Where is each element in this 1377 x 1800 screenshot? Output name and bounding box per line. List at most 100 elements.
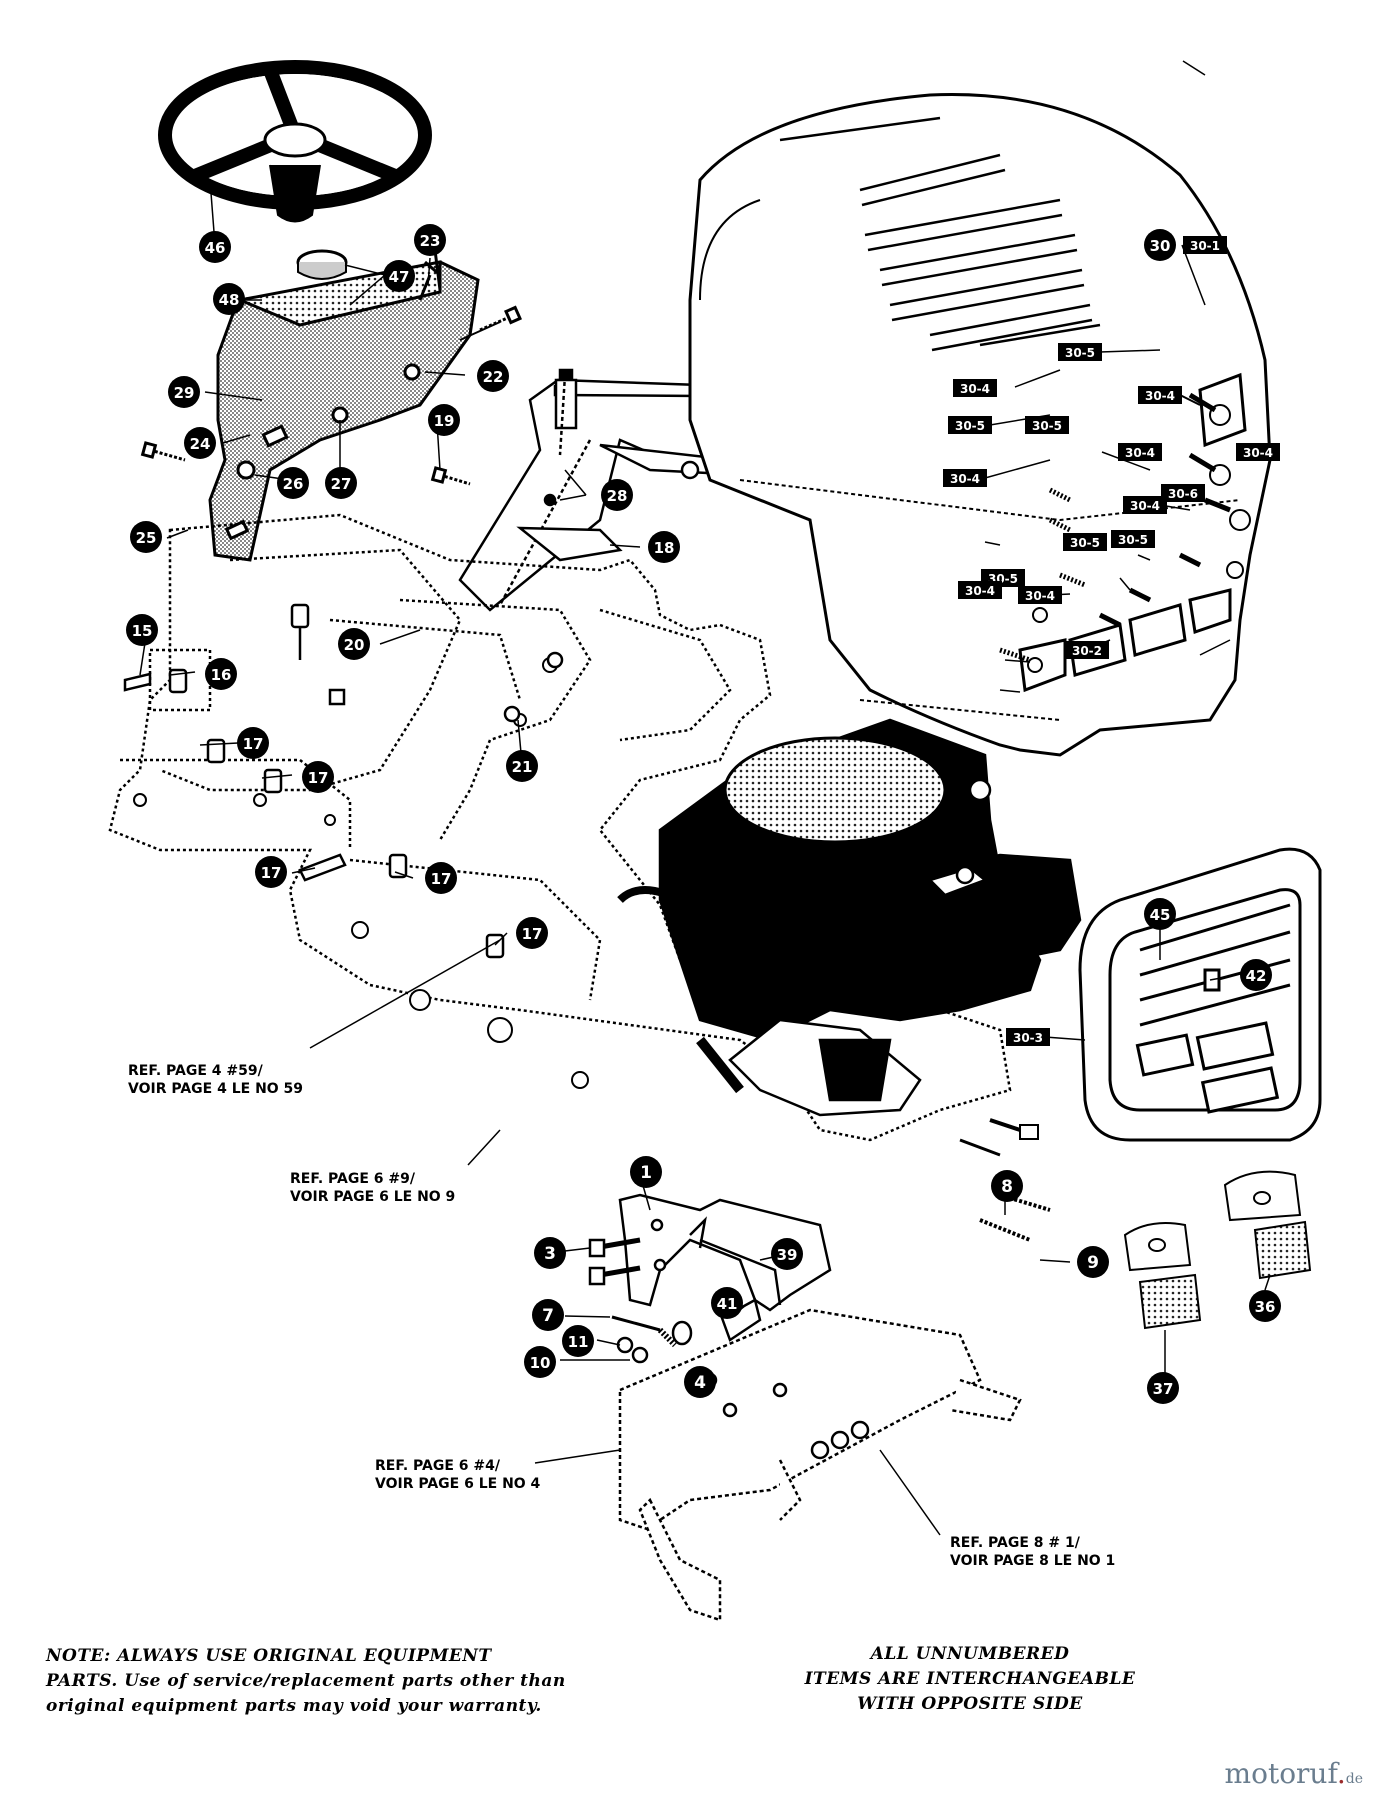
callout-number: 41 [717,1295,738,1313]
callout-circle [383,260,415,292]
callout-circle [711,1287,743,1319]
tag-label: 30-5 [1118,533,1148,547]
tag-30-4: 30-4 [953,379,997,397]
callout-28: 28 [601,479,633,511]
callout-number: 26 [283,475,304,493]
tag-box [1111,530,1155,548]
tag-30-4: 30-4 [943,469,987,487]
callout-circle [1077,1246,1109,1278]
callout-circle [524,1346,556,1378]
callout-number: 20 [344,636,365,654]
callout-circle [213,283,245,315]
callout-number: 27 [331,475,352,493]
callout-number: 17 [431,870,452,888]
callout-number: 46 [205,239,226,257]
ref-page6-9-line1: REF. PAGE 6 #9/ [290,1171,416,1187]
callout-7: 7 [532,1299,564,1331]
original-parts-note: NOTE: ALWAYS USE ORIGINAL EQUIPMENT PART… [46,1644,686,1719]
callout-circle [532,1299,564,1331]
callout-21: 21 [506,750,538,782]
callout-17: 17 [237,727,269,759]
callout-36: 36 [1249,1290,1281,1322]
callout-circle [534,1237,566,1269]
note-left-line3: original equipment parts may void your w… [46,1696,542,1716]
light-lens-right [1223,1170,1312,1280]
callout-circle [771,1238,803,1270]
callout-number: 48 [219,291,240,309]
tag-label: 30-5 [955,419,985,433]
callout-number: 16 [211,666,232,684]
tag-30-4: 30-4 [1123,496,1167,514]
tag-30-5: 30-5 [1058,343,1102,361]
tag-label: 30-3 [1013,1031,1043,1045]
ref-page8-line1: REF. PAGE 8 # 1/ [950,1535,1081,1551]
callout-number: 18 [654,539,675,557]
callout-20: 20 [338,628,370,660]
callout-circle [277,467,309,499]
watermark-logo: motoruf.de [1225,1757,1363,1790]
tag-30-5: 30-5 [948,416,992,434]
callout-circle [428,404,460,436]
callout-circle [338,628,370,660]
tag-30-4: 30-4 [958,581,1002,599]
callout-number: 24 [190,435,211,453]
grille [1078,847,1322,1142]
callout-24: 24 [184,427,216,459]
callout-circle [425,862,457,894]
tag-box [1063,533,1107,551]
ref-page6-4-line1: REF. PAGE 6 #4/ [375,1458,501,1474]
front-axle [618,1308,1022,1622]
engine [617,718,1082,1117]
callout-47: 47 [383,260,415,292]
note-left-line2: PARTS. Use of service/replacement parts … [46,1671,566,1691]
tag-box [958,581,1002,599]
steering-cap [296,249,348,280]
callout-39: 39 [771,1238,803,1270]
callout-circle [648,531,680,563]
dash-bolts [140,249,522,486]
callout-22: 22 [477,360,509,392]
callout-circle [630,1156,662,1188]
tag-label: 30-4 [1025,589,1055,603]
watermark-dot: . [1336,1757,1346,1790]
ref-page4-line2: VOIR PAGE 4 LE NO 59 [128,1081,303,1097]
tag-30-5: 30-5 [1025,416,1069,434]
callout-11: 11 [562,1325,594,1357]
reference-notes: REF. PAGE 4 #59/ VOIR PAGE 4 LE NO 59 RE… [128,1063,1115,1569]
callout-8: 8 [991,1170,1023,1202]
tag-label: 30-4 [1243,446,1273,460]
callout-3: 3 [534,1237,566,1269]
callout-number: 8 [1001,1177,1013,1197]
tag-30-2: 30-2 [1065,641,1109,659]
callout-number: 19 [434,412,455,430]
callout-37: 37 [1147,1372,1179,1404]
callout-10: 10 [524,1346,556,1378]
engine-bolts [959,1118,1051,1242]
callout-number: 4 [694,1373,706,1393]
callout-number: 29 [174,384,195,402]
callout-number: 7 [542,1306,554,1326]
callout-circle [1144,898,1176,930]
callout-1: 1 [630,1156,662,1188]
callout-circle [1144,229,1176,261]
hood-hardware [999,392,1251,673]
callout-42: 42 [1240,959,1272,991]
callout-23: 23 [414,224,446,256]
hood-vents [779,116,1101,352]
callout-circle [562,1325,594,1357]
callout-17: 17 [302,761,334,793]
tag-box [1065,641,1109,659]
callout-46: 46 [199,231,231,263]
callout-circle [168,376,200,408]
callout-number: 22 [483,368,504,386]
tag-label: 30-5 [1065,346,1095,360]
tag-label: 30-4 [965,584,995,598]
tag-label: 30-4 [950,472,980,486]
ref-page6-4-line2: VOIR PAGE 6 LE NO 4 [375,1476,541,1492]
ref-page8-line2: VOIR PAGE 8 LE NO 1 [950,1553,1115,1569]
callout-circle [255,856,287,888]
callout-circle [199,231,231,263]
tag-label: 30-4 [1145,389,1175,403]
callout-circle [1240,959,1272,991]
